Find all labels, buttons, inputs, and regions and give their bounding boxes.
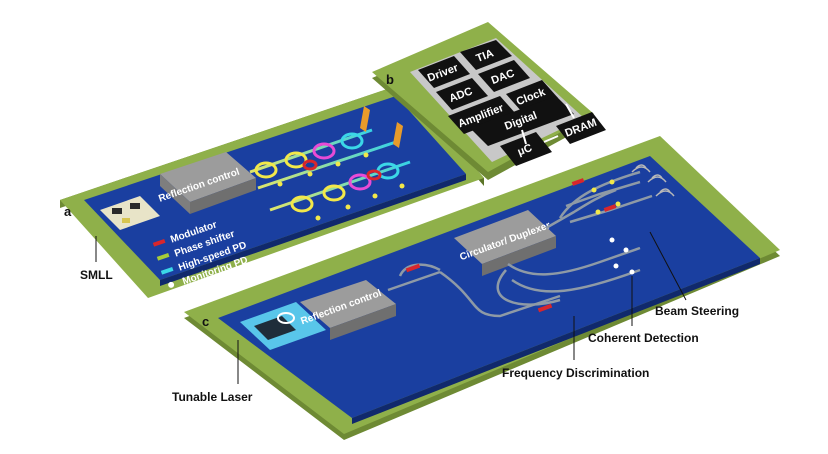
block-uc: μC: [500, 132, 552, 166]
block-dac: DAC: [478, 60, 530, 92]
label-smll: SMLL: [80, 268, 113, 282]
monitoring-pd-swatch: [168, 281, 175, 288]
panel-a-detectors: [277, 152, 405, 221]
block-dram: DRAM: [556, 112, 606, 144]
panel-a-chip: [84, 96, 466, 280]
high-speed-pd-swatch: [160, 266, 174, 275]
label-coherent-detection: Coherent Detection: [588, 331, 699, 345]
block-tia: TIA: [460, 40, 512, 70]
panel-c-detectors: [609, 237, 635, 275]
panel-c-letter: c: [202, 314, 209, 329]
panel-c-phase-shifters: [591, 179, 621, 215]
panel-c-chip: [218, 156, 760, 418]
panel-c: Reflection control Circulator/ Duplexer: [184, 136, 780, 440]
modulator-swatch: [152, 238, 166, 247]
panel-c-chip-edge: [352, 258, 760, 424]
panel-a-smll-chip: [100, 196, 160, 230]
panel-a-chip-edge: [160, 174, 466, 286]
svg-text:μC: μC: [516, 142, 534, 158]
panel-b: Driver TIA ADC DAC Amplifier Clock: [372, 22, 606, 180]
svg-text:TIA: TIA: [474, 47, 495, 65]
block-adc: ADC: [436, 78, 488, 110]
panel-c-laser: [240, 302, 326, 350]
label-frequency-discrimination: Frequency Discrimination: [502, 366, 650, 380]
panel-c-leaders: [237, 231, 687, 384]
panel-b-letter: b: [386, 72, 394, 87]
panel-a-letter: a: [64, 204, 72, 219]
label-tunable-laser: Tunable Laser: [172, 390, 253, 404]
panel-b-blocks: Driver TIA ADC DAC Amplifier Clock: [418, 40, 606, 166]
panel-c-modulators: [405, 178, 617, 313]
panel-a-bus-middle: [257, 140, 397, 190]
label-beam-steering: Beam Steering: [655, 304, 740, 318]
panel-c-reflection-block: Reflection control: [299, 280, 396, 340]
block-digital: Digital: [470, 96, 574, 146]
panel-b-links: [521, 103, 575, 145]
panel-a-rings: [254, 132, 400, 213]
panel-c-emitter-icons: [631, 164, 675, 197]
phase-shifter-swatch: [156, 252, 170, 261]
panel-a-reflection-block: Reflection control: [157, 152, 256, 214]
block-driver: Driver: [418, 56, 470, 88]
panel-a-antenna-icons: [360, 106, 403, 148]
